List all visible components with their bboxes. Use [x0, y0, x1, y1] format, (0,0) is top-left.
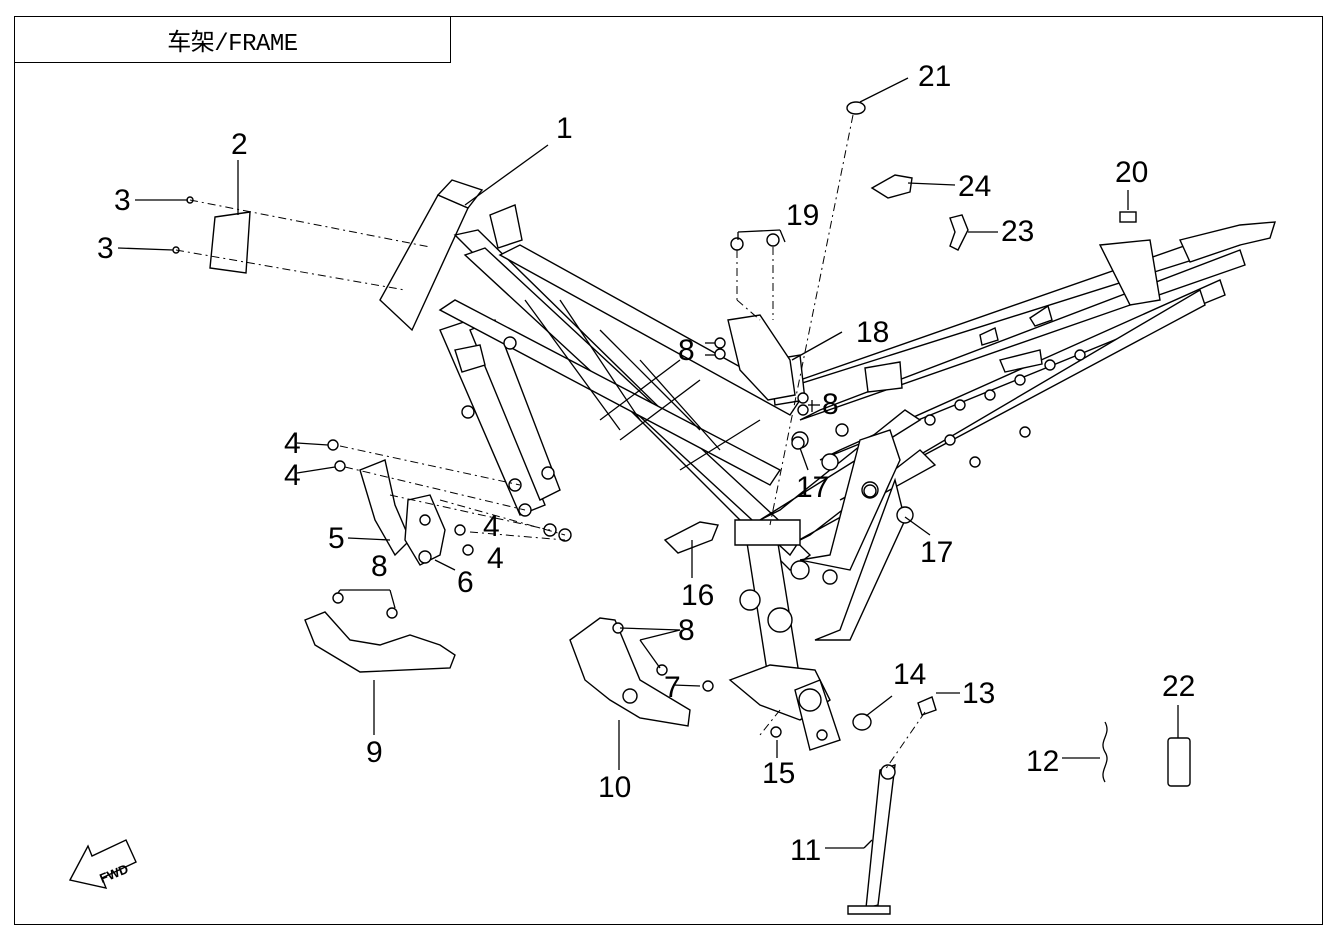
- mount-bracket-part: [870, 174, 913, 199]
- seat-cushion-part: [1119, 211, 1137, 223]
- diagram-border: [14, 16, 1323, 925]
- callout-17: 17: [920, 536, 953, 569]
- callout-11: 11: [790, 834, 821, 867]
- bolt-part: [462, 544, 474, 556]
- callout-8: 8: [678, 334, 695, 367]
- main-frame-part: [379, 179, 1276, 751]
- stand-bolt-part: [770, 726, 782, 738]
- callout-4: 4: [483, 510, 500, 543]
- bolt-part: [334, 460, 346, 472]
- callout-3: 3: [114, 184, 131, 217]
- callout-13: 13: [962, 677, 995, 710]
- small-bracket-part: [663, 521, 719, 554]
- callout-4: 4: [284, 427, 301, 460]
- callout-21: 21: [918, 60, 951, 93]
- bushing-part: [852, 713, 872, 731]
- center-bracket-part: [727, 314, 796, 401]
- callout-19: 19: [786, 199, 819, 232]
- callout-20: 20: [1115, 156, 1148, 189]
- callout-3: 3: [97, 232, 114, 265]
- nut-part: [797, 392, 809, 404]
- lower-bracket-part: [304, 611, 456, 673]
- engine-hanger-part: [404, 494, 446, 566]
- sleeve-part: [1167, 737, 1191, 787]
- callout-17: 17: [796, 471, 829, 504]
- callout-15: 15: [762, 757, 795, 790]
- bracket-bolt-part: [766, 233, 780, 247]
- side-stand-part: [865, 763, 896, 909]
- callout-18: 18: [856, 316, 889, 349]
- callout-2: 2: [231, 128, 248, 161]
- pivot-bolt-part: [917, 696, 937, 716]
- bolt-part: [454, 524, 466, 536]
- forward-arrow-icon: FWD: [68, 839, 137, 889]
- rubber-bushing-part: [791, 436, 805, 450]
- callout-24: 24: [958, 170, 991, 203]
- callout-6: 6: [457, 566, 474, 599]
- nut-part: [714, 337, 726, 349]
- callout-14: 14: [893, 658, 926, 691]
- callout-8: 8: [822, 388, 839, 421]
- callout-12: 12: [1026, 745, 1059, 778]
- callout-10: 10: [598, 771, 631, 804]
- nut-part: [797, 404, 809, 416]
- side-bracket-part: [569, 617, 691, 727]
- callout-9: 9: [366, 736, 383, 769]
- callout-8: 8: [678, 614, 695, 647]
- callout-1: 1: [556, 112, 573, 145]
- clip-part: [949, 214, 969, 251]
- callout-22: 22: [1162, 670, 1195, 703]
- cap-part: [846, 101, 866, 115]
- callout-16: 16: [681, 579, 714, 612]
- callout-8: 8: [371, 550, 388, 583]
- callout-5: 5: [328, 522, 345, 555]
- callout-4: 4: [284, 459, 301, 492]
- nut-part: [702, 680, 714, 692]
- callout-7: 7: [664, 671, 681, 704]
- nut-part: [714, 348, 726, 360]
- label-plate-part: [209, 211, 251, 274]
- engine-hanger-part: [359, 459, 411, 557]
- callout-23: 23: [1001, 215, 1034, 248]
- page-title: 车架/FRAME: [14, 16, 451, 63]
- rubber-bushing-part: [863, 484, 877, 498]
- callout-4: 4: [487, 542, 504, 575]
- bracket-bolt-part: [730, 237, 744, 251]
- spring-part: [1102, 721, 1108, 783]
- bolt-part: [327, 439, 339, 451]
